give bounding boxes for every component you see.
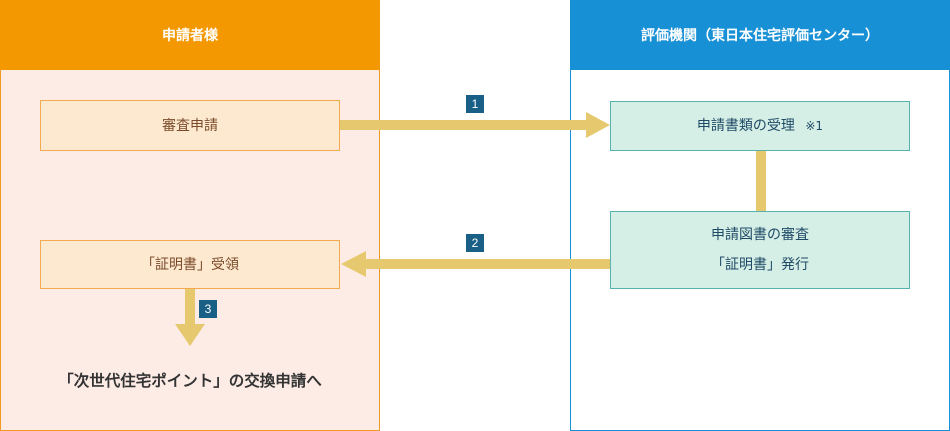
final-step-text: 「次世代住宅ポイント」の交換申請へ [58, 372, 322, 390]
arrow-2-head [341, 251, 366, 277]
step-badge-3: 3 [199, 300, 217, 318]
accept-documents-text: 申請書類の受理 [696, 118, 795, 134]
evaluator-header: 評価機関（東日本住宅評価センター） [570, 0, 950, 70]
arrow-2-shaft [364, 259, 610, 269]
receive-certificate-box: 「証明書」受領 [40, 240, 340, 289]
arrow-1-shaft [340, 120, 588, 130]
applicant-column: 申請者様 [0, 0, 380, 431]
issue-certificate-label: 「証明書」発行 [711, 257, 809, 273]
step-badge-1: 1 [466, 95, 484, 113]
review-documents-label: 申請図書の審査 [711, 227, 809, 243]
connector-line [756, 151, 766, 211]
review-issue-box: 申請図書の審査 「証明書」発行 [610, 211, 910, 289]
arrow-3-head [175, 324, 205, 346]
arrow-1-head [586, 112, 610, 138]
arrow-3-shaft [185, 289, 195, 326]
apply-review-label: 審査申請 [162, 117, 218, 134]
applicant-header: 申請者様 [0, 0, 380, 70]
step-badge-2: 2 [466, 234, 484, 252]
receive-certificate-label: 「証明書」受領 [141, 256, 239, 273]
footnote-mark: ※1 [805, 119, 824, 133]
accept-documents-box: 申請書類の受理 ※1 [610, 101, 910, 151]
accept-documents-label: 申請書類の受理 ※1 [697, 111, 823, 141]
apply-review-box: 審査申請 [40, 100, 340, 151]
